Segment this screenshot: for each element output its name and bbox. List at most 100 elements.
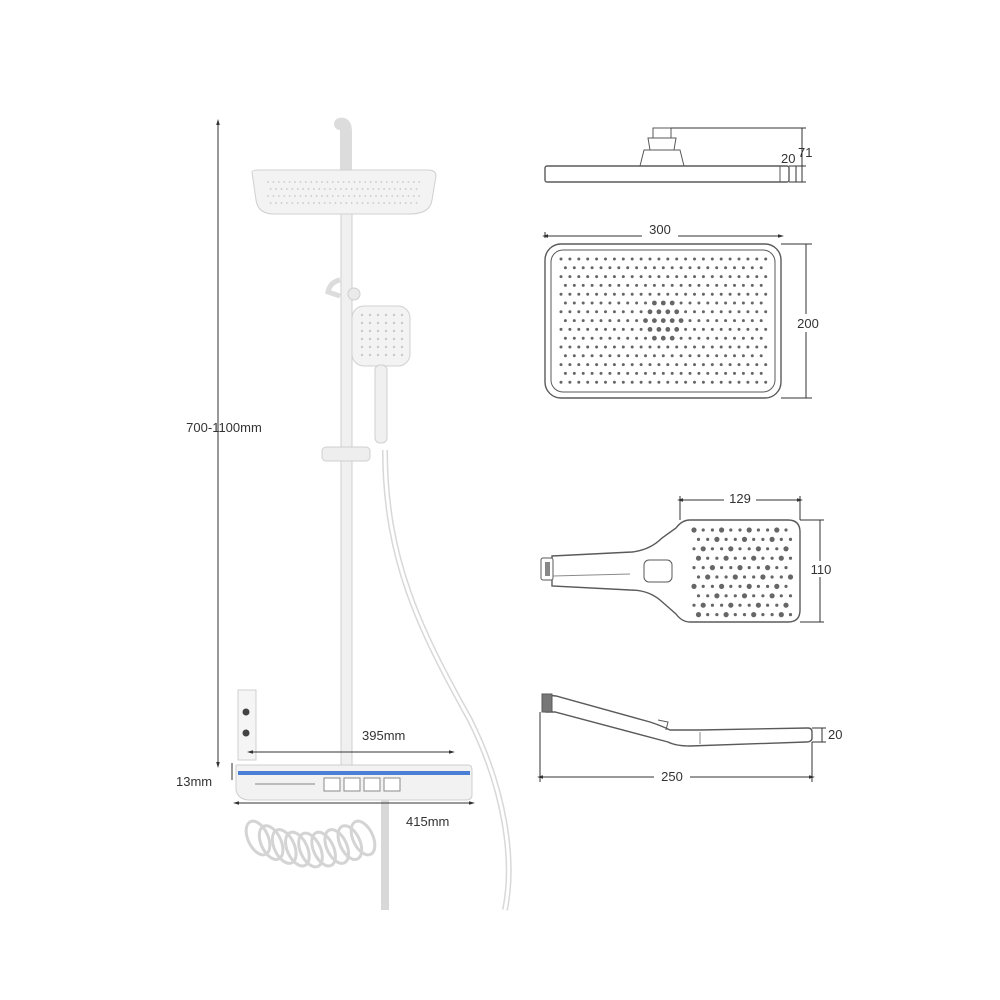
hand-dot: [376, 345, 380, 349]
nozzle-dot: [669, 335, 675, 341]
rain-head-dot: [394, 188, 396, 190]
nozzle-dot: [701, 275, 705, 279]
nozzle-dot: [701, 327, 705, 331]
nozzle-dot: [701, 257, 705, 261]
nozzle-dot: [724, 537, 728, 542]
nozzle-dot: [684, 327, 688, 331]
rain-head-dot: [326, 181, 329, 183]
hand-dot: [376, 321, 380, 325]
rain-head-dot: [353, 195, 356, 197]
nozzle-dot: [779, 537, 783, 542]
rain-head-dot: [302, 202, 304, 204]
nozzle-dot: [581, 301, 585, 305]
nozzle-dot: [559, 363, 563, 367]
nozzle-dot: [572, 266, 576, 270]
nozzle-dot: [617, 266, 621, 270]
nozzle-dot: [656, 327, 662, 332]
nozzle-dot: [678, 318, 684, 323]
nozzle-dot: [706, 354, 710, 358]
button-3[interactable]: [363, 777, 381, 792]
nozzle-dot: [684, 275, 688, 279]
nozzle-dot: [750, 319, 754, 323]
hand-width-label: 129: [729, 491, 751, 506]
rain-head-dot: [315, 195, 318, 197]
nozzle-dot: [693, 345, 696, 349]
nozzle-dot: [746, 292, 750, 296]
nozzle-dot: [788, 594, 793, 598]
nozzle-dot: [741, 336, 745, 340]
nozzle-dot: [599, 354, 603, 358]
hand-length-label: 250: [661, 769, 683, 784]
rain-head-dot: [269, 188, 272, 190]
rain-head-dot: [321, 181, 323, 183]
nozzle-dot: [750, 301, 754, 305]
nozzle-dot: [695, 555, 702, 561]
nozzle-dot: [652, 318, 657, 323]
rain-head-dot: [288, 181, 291, 183]
nozzle-dot: [595, 327, 599, 331]
nozzle-dot: [577, 275, 581, 279]
nozzle-dot: [657, 363, 661, 367]
nozzle-dot: [568, 363, 572, 367]
nozzle-dot: [612, 363, 616, 367]
button-2[interactable]: [343, 777, 361, 792]
nozzle-dot: [660, 300, 666, 306]
nozzle-dot: [788, 556, 793, 560]
rain-head-dot: [364, 181, 367, 183]
nozzle-dot: [693, 310, 696, 314]
nozzle-dot: [621, 380, 625, 384]
nozzle-dot: [652, 354, 656, 358]
nozzle-dot: [621, 345, 625, 349]
nozzle-dot: [586, 275, 590, 279]
nozzle-dot: [630, 275, 634, 279]
nozzle-dot: [733, 354, 736, 358]
rain-head-dot: [331, 181, 334, 183]
rain-head-dot: [318, 188, 321, 190]
nozzle-dot: [661, 283, 665, 287]
rain-head-dot: [304, 195, 307, 197]
rain-head-dot: [372, 188, 375, 190]
nozzle-dot: [750, 354, 754, 358]
hand-dot: [384, 329, 388, 333]
rain-head-dot: [296, 188, 299, 190]
rain-head-dot: [334, 188, 337, 190]
nozzle-dot: [741, 536, 748, 543]
nozzle-dot: [756, 584, 761, 589]
nozzle-dot: [652, 371, 656, 375]
rain-head-dot: [391, 195, 394, 197]
nozzle-dot: [746, 275, 750, 279]
nozzle-dot: [559, 275, 563, 279]
nozzle-dot: [714, 536, 720, 543]
nozzle-dot: [747, 566, 751, 570]
nozzle-dot: [761, 594, 765, 598]
nozzle-dot: [590, 319, 594, 323]
nozzle-dot: [635, 301, 639, 305]
button-1[interactable]: [323, 777, 341, 792]
nozzle-dot: [779, 575, 783, 579]
nozzle-dot: [747, 547, 751, 551]
button-4[interactable]: [383, 777, 401, 792]
nozzle-dot: [764, 380, 768, 384]
nozzle-dot: [764, 345, 768, 349]
rain-head-dot: [375, 181, 377, 183]
nozzle-dot: [755, 380, 759, 384]
nozzle-dot: [692, 603, 696, 607]
nozzle-dot: [688, 336, 692, 340]
coil-loop: [310, 830, 337, 868]
hand-dot: [392, 345, 396, 349]
hand-dot: [384, 337, 388, 341]
nozzle-dot: [764, 363, 768, 367]
nozzle-dot: [563, 354, 567, 358]
nozzle-dot: [590, 371, 594, 375]
nozzle-dot: [626, 301, 630, 305]
nozzle-dot: [755, 275, 759, 279]
nozzle-dot: [746, 345, 750, 349]
nozzle-dot: [701, 380, 705, 384]
nozzle-dot: [559, 345, 563, 349]
rain-head-dot: [329, 188, 331, 190]
nozzle-dot: [635, 283, 639, 287]
nozzle-dot: [738, 584, 742, 589]
rain-head-dot: [331, 195, 334, 197]
hand-dot: [376, 329, 380, 333]
nozzle-dot: [647, 327, 653, 332]
